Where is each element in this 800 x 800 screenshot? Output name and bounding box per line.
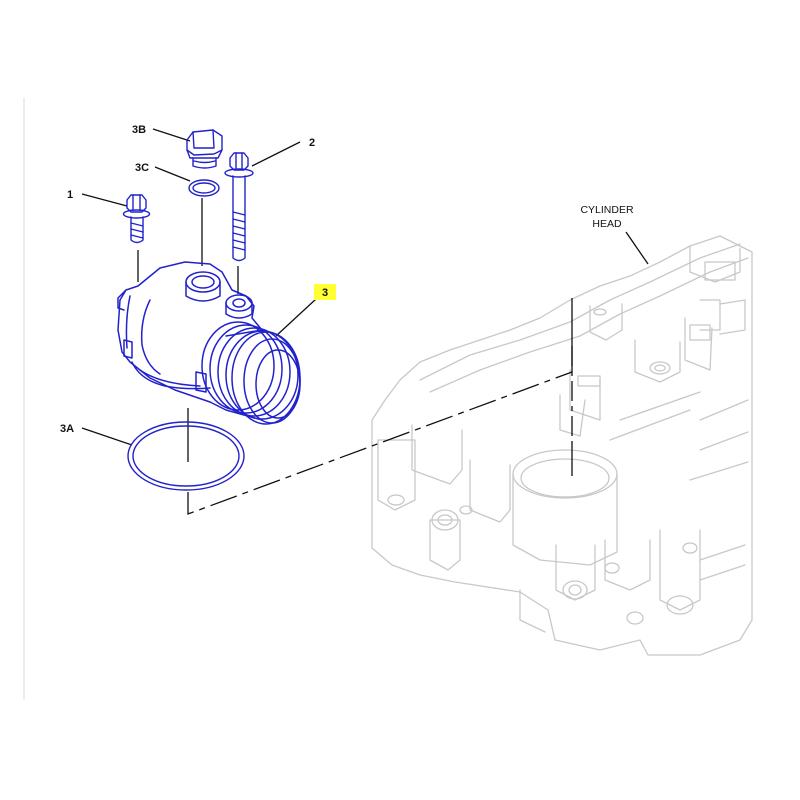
- highlight-badge: [314, 284, 336, 300]
- short-bolt-part-1: [122, 194, 151, 244]
- callout-1: 1: [67, 189, 73, 201]
- leader-3: [275, 298, 317, 337]
- housing-part-3: [117, 261, 301, 425]
- long-bolt-part-2: [224, 152, 254, 262]
- assembly-leader-lines: [81, 128, 649, 515]
- callout-3c: 3C: [135, 162, 149, 174]
- o-ring-part-3a: [127, 421, 245, 491]
- callout-3b: 3B: [132, 124, 146, 136]
- o-ring-part-3c: [188, 179, 220, 197]
- cylinder-head-label-line1: CYLINDER: [580, 204, 634, 216]
- cylinder-head-casting: [371, 235, 753, 656]
- leader-3b: [152, 128, 191, 142]
- leader-3c: [154, 166, 191, 182]
- leader-3a: [81, 427, 133, 446]
- leader-cylinder-head: [625, 231, 649, 265]
- plug-part-3b: [186, 129, 223, 169]
- callout-3a: 3A: [60, 423, 74, 435]
- assembly-path: [187, 371, 573, 515]
- cylinder-head-label-line2: HEAD: [592, 218, 622, 230]
- leader-1: [81, 193, 128, 207]
- leader-2: [251, 141, 301, 167]
- callout-2: 2: [309, 137, 315, 149]
- callout-3: 3: [322, 287, 328, 299]
